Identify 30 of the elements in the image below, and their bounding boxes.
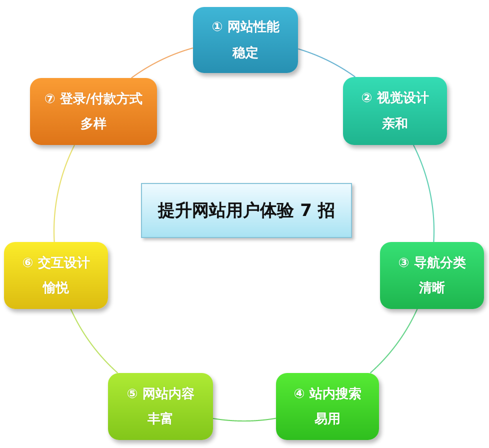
step-card	[193, 7, 298, 73]
step-card	[108, 373, 213, 440]
step-title: ⑦ 登录/付款方式	[44, 90, 143, 108]
step-subtitle: 清晰	[419, 280, 445, 298]
title-text: 提升网站用户体验 7 招	[158, 200, 335, 222]
connector-arc	[53, 144, 76, 242]
step-subtitle: 丰富	[148, 410, 174, 428]
step-subtitle: 愉悦	[43, 280, 69, 298]
step-title: ③ 导航分类	[398, 254, 466, 272]
step-card	[276, 373, 379, 440]
step-title: ④ 站内搜索	[294, 386, 362, 403]
step-subtitle: 亲和	[382, 116, 408, 133]
connector-arc	[212, 418, 276, 422]
step-subtitle: 稳定	[232, 44, 258, 62]
step-card	[343, 77, 447, 145]
step-card	[380, 242, 484, 309]
step-title: ⑤ 网站内容	[126, 386, 194, 403]
connector-arc	[130, 47, 194, 78]
step-title: ⑥ 交互设计	[22, 254, 90, 272]
step-title: ① 网站性能	[212, 19, 280, 36]
step-subtitle: 多样	[80, 116, 106, 134]
title-box	[141, 183, 352, 238]
step-subtitle: 易用	[314, 411, 340, 428]
connector-arc	[70, 308, 118, 374]
step-card	[4, 242, 108, 309]
connector-arc	[412, 144, 435, 242]
step-title: ② 视觉设计	[361, 90, 429, 107]
step-card	[30, 78, 157, 145]
connector-arc	[298, 48, 356, 78]
connector-arc	[370, 308, 418, 374]
